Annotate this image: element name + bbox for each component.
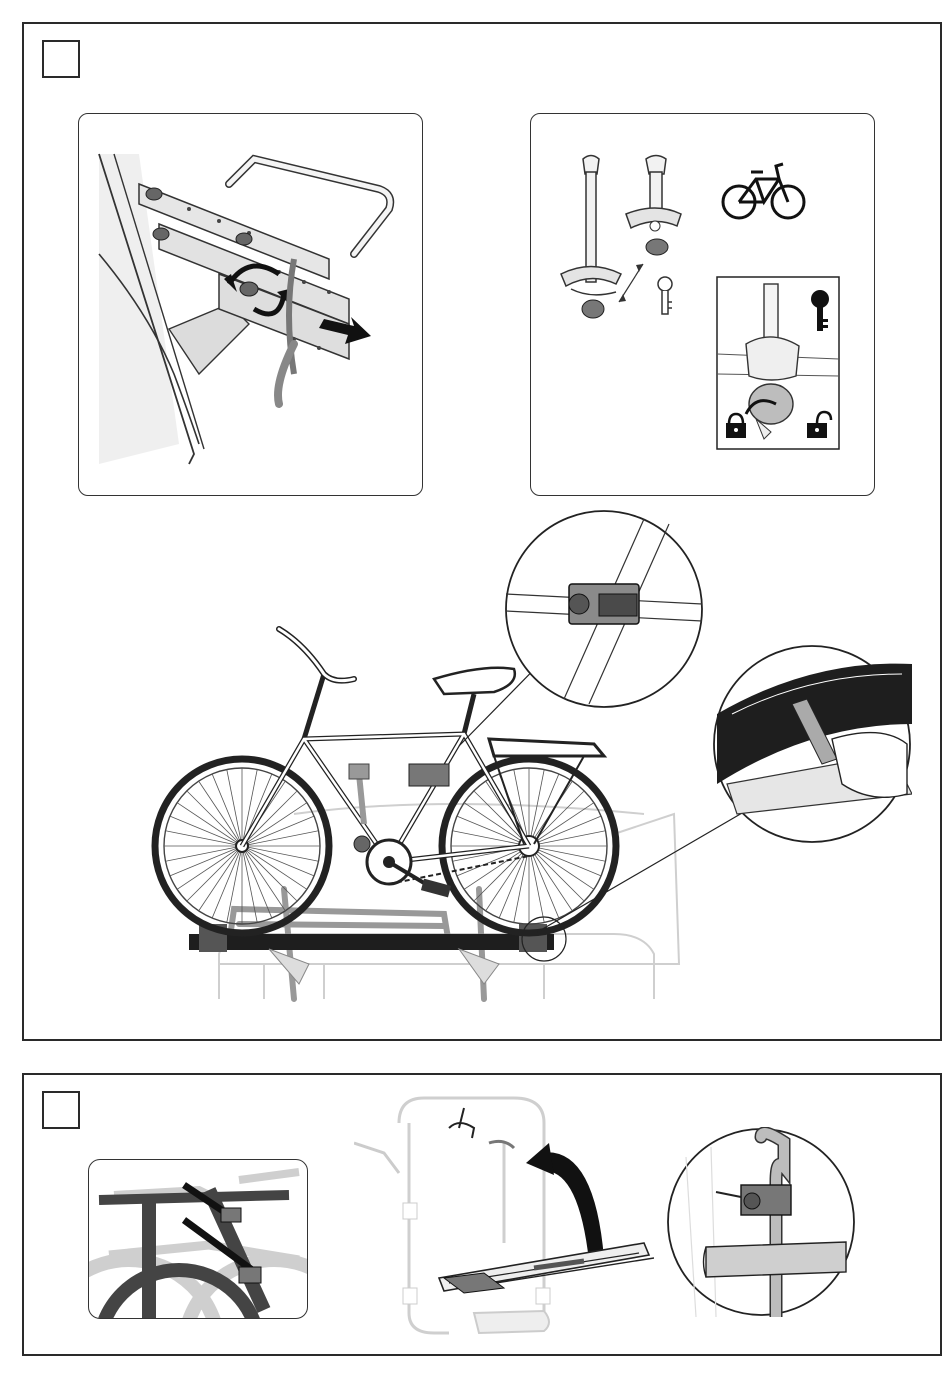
rack-rail-adjust-panel — [78, 113, 423, 496]
bike-frame — [242, 674, 529, 862]
long-bike-holder — [561, 156, 621, 319]
short-bike-holder — [626, 156, 681, 256]
bike-holders-lock-panel — [530, 113, 875, 496]
step-1-frame — [22, 22, 942, 1041]
spoke — [187, 846, 242, 901]
fold-up-arrow-icon — [526, 1143, 604, 1261]
folded-holder-detail-illustration — [666, 1127, 856, 1317]
holder-clamp-detail-illustration — [504, 509, 704, 709]
spoke — [242, 846, 297, 901]
holder-on-frame-panel — [88, 1159, 308, 1319]
rack-rail-adjust-illustration — [79, 114, 423, 496]
wheel-strap-detail-illustration — [712, 644, 912, 844]
holder-on-frame-illustration — [89, 1160, 308, 1319]
bicycle-icon — [723, 164, 804, 218]
step-2-number-box — [42, 1091, 80, 1129]
rack-fold-up-illustration — [354, 1083, 654, 1353]
spoke — [187, 791, 242, 846]
step-2-frame — [22, 1073, 942, 1356]
step-1-number-box — [42, 40, 80, 78]
key-icon — [658, 277, 672, 314]
spoke — [474, 846, 529, 901]
bike-holders-lock-illustration — [531, 114, 875, 496]
spoke — [529, 846, 584, 901]
